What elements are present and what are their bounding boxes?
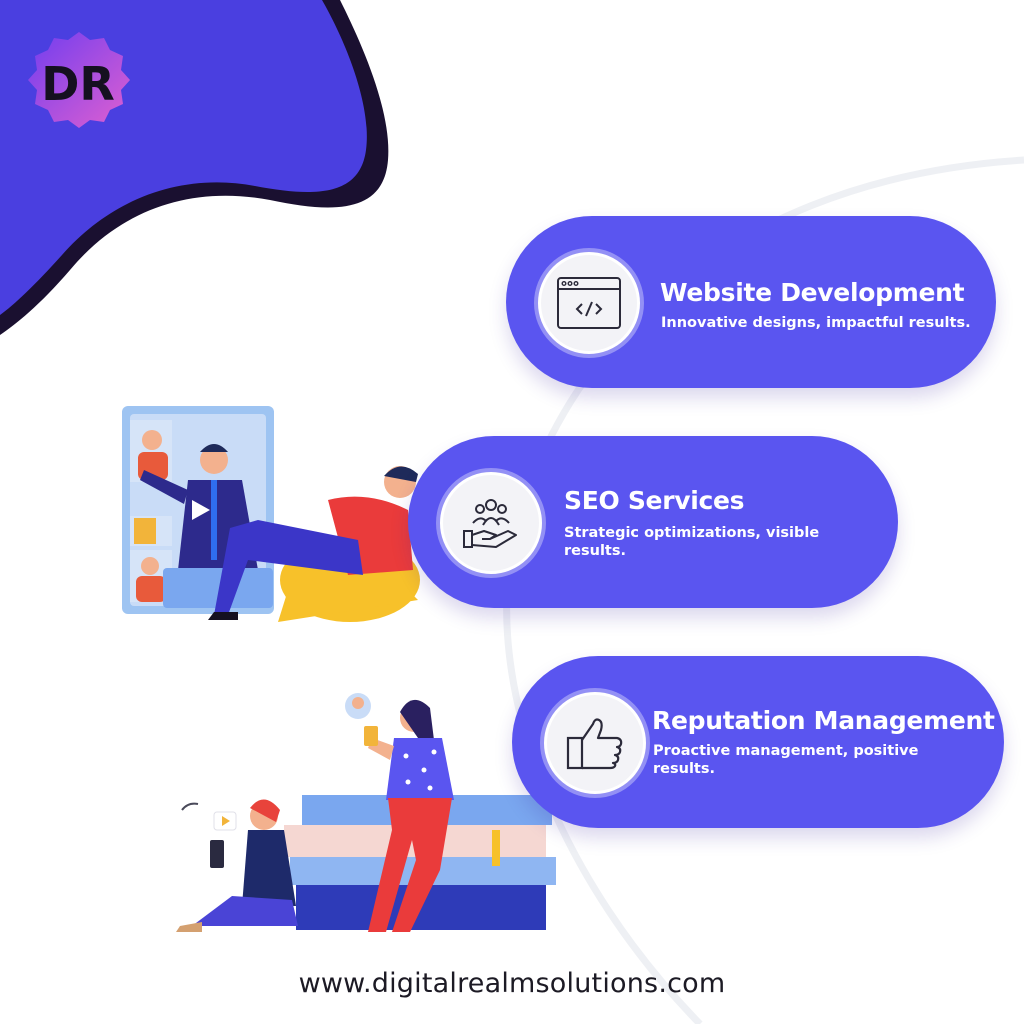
logo-text: DR: [41, 57, 115, 111]
icon-circle: [440, 472, 542, 574]
icon-circle: [538, 252, 640, 354]
service-title: SEO Services: [564, 486, 745, 515]
service-card-reputation-management: Reputation Management Proactive manageme…: [512, 656, 1004, 828]
code-window-icon: [557, 277, 621, 329]
icon-circle: [544, 692, 646, 794]
website-url[interactable]: www.digitalrealmsolutions.com: [298, 968, 726, 999]
hand-people-icon: [463, 499, 517, 548]
service-subtitle: Proactive management, positive results.: [653, 743, 919, 777]
thumbs-up-icon: [566, 718, 623, 770]
service-title: Website Development: [660, 278, 965, 307]
service-card-website-development: Website Development Innovative designs, …: [506, 216, 996, 388]
video-call-illustration: [122, 406, 420, 622]
service-subtitle: Strategic optimizations, visible results…: [564, 525, 820, 559]
brand-logo: DR: [28, 32, 130, 128]
books-illustration: [176, 693, 556, 932]
service-card-seo-services: SEO Services Strategic optimizations, vi…: [408, 436, 898, 608]
service-title: Reputation Management: [652, 706, 995, 735]
service-subtitle: Innovative designs, impactful results.: [661, 315, 971, 331]
